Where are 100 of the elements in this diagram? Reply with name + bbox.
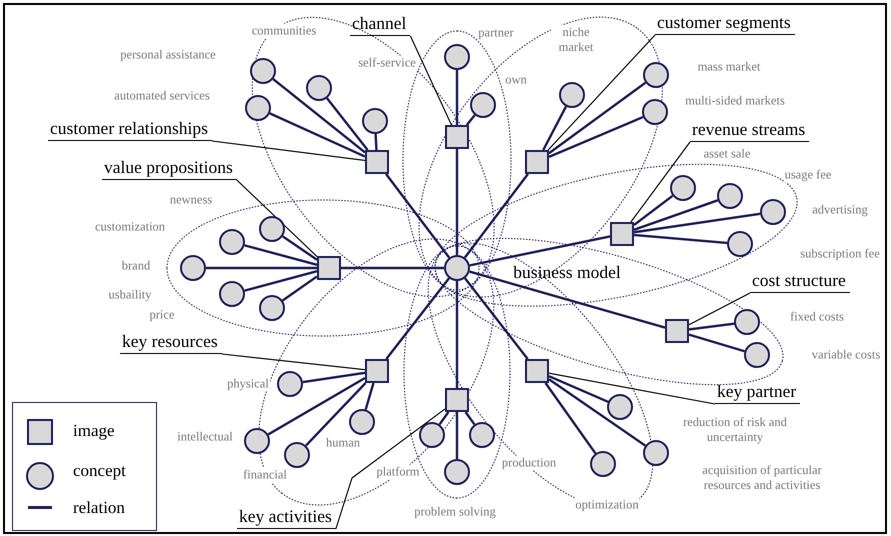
concept-label: personal assistance xyxy=(119,48,217,62)
concept-circle xyxy=(444,459,470,485)
concept-circle xyxy=(284,442,310,468)
concept-label: communities xyxy=(250,24,318,38)
relation-line xyxy=(544,382,596,454)
relation-line xyxy=(634,234,728,244)
concept-label: problem solving xyxy=(413,504,497,520)
category-label: key activities xyxy=(237,506,336,529)
category-label: key resources xyxy=(120,331,222,354)
concept-label: production xyxy=(500,456,558,470)
relation-line xyxy=(456,70,458,125)
concept-circle xyxy=(717,183,743,209)
concept-circle xyxy=(470,92,496,118)
relation-line xyxy=(469,235,610,267)
relation-line xyxy=(282,275,318,302)
concept-circle xyxy=(250,58,276,84)
relation-line xyxy=(548,116,644,158)
leader-line xyxy=(212,140,366,162)
relation-line xyxy=(305,382,366,446)
concept-circle xyxy=(727,231,753,257)
relation-line xyxy=(464,173,529,258)
concept-circle xyxy=(643,62,669,88)
concept-circle xyxy=(607,394,633,420)
concept-circle xyxy=(643,440,669,466)
leader-line xyxy=(222,353,366,370)
concept-label: usage fee xyxy=(784,168,832,182)
relation-line xyxy=(634,212,760,234)
relation-line xyxy=(244,244,318,266)
concept-circle xyxy=(469,422,495,448)
relation-line xyxy=(456,412,458,459)
leader-line xyxy=(548,34,656,150)
concept-circle xyxy=(670,175,696,201)
image-square xyxy=(665,319,689,343)
leader-line xyxy=(630,142,690,222)
concept-circle xyxy=(180,255,206,281)
concept-circle xyxy=(259,295,285,321)
image-square xyxy=(365,359,389,383)
concept-circle xyxy=(219,229,245,255)
image-square xyxy=(445,388,469,412)
legend-text: image xyxy=(73,421,115,441)
relation-line xyxy=(688,322,734,331)
category-label: channel xyxy=(350,13,410,36)
concept-circle xyxy=(259,216,285,242)
relation-line xyxy=(326,98,369,151)
relation-line xyxy=(206,266,317,270)
legend-text: concept xyxy=(73,461,126,481)
leader-line xyxy=(236,180,318,257)
relation-line xyxy=(385,173,450,258)
category-label: value propositions xyxy=(102,157,237,180)
relation-line xyxy=(634,199,718,231)
concept-circle xyxy=(559,82,585,108)
category-label: revenue streams xyxy=(690,119,810,142)
relation-line xyxy=(456,281,458,388)
legend-text: relation xyxy=(73,498,125,518)
relation-line xyxy=(548,378,646,447)
image-square xyxy=(365,150,389,174)
relation-line xyxy=(548,82,646,154)
concept-label: optimization xyxy=(574,498,640,512)
relation-line xyxy=(282,235,318,261)
relation-line xyxy=(244,270,318,292)
central-circle xyxy=(444,255,470,281)
relation-line xyxy=(272,78,366,154)
relation-line xyxy=(385,278,450,360)
relation-line xyxy=(341,266,444,270)
relation-line xyxy=(688,333,745,352)
concept-label: financial xyxy=(242,468,288,482)
image-square xyxy=(317,256,341,280)
concept-label: self-service xyxy=(357,56,417,70)
concept-circle xyxy=(444,44,470,70)
concept-label: advertising xyxy=(811,202,869,218)
relation-line xyxy=(438,411,450,426)
concept-circle xyxy=(734,309,760,335)
leader-line xyxy=(548,372,716,405)
relation-line xyxy=(633,194,674,226)
relation-line xyxy=(464,411,476,426)
concept-circle xyxy=(306,75,332,101)
concept-circle xyxy=(362,108,388,134)
category-label: cost structure xyxy=(750,270,850,293)
category-label: key partner xyxy=(715,381,800,404)
relation-line xyxy=(464,278,529,360)
concept-label: physical xyxy=(226,376,270,392)
category-label: customer segments xyxy=(655,12,795,35)
relation-line xyxy=(364,382,375,410)
image-square xyxy=(525,150,549,174)
concept-label: price xyxy=(148,308,176,322)
relation-line xyxy=(466,114,476,126)
relation-line xyxy=(374,134,378,150)
concept-circle xyxy=(419,422,445,448)
relation-line xyxy=(542,106,568,151)
leader-line xyxy=(688,292,750,326)
relation-line xyxy=(268,376,366,436)
relation-line xyxy=(456,149,458,255)
relation-line xyxy=(269,112,366,158)
concept-label: subscription fee xyxy=(799,246,881,262)
concept-circle xyxy=(590,451,616,477)
image-square xyxy=(445,125,469,149)
concept-circle xyxy=(744,342,770,368)
concept-circle xyxy=(245,95,271,121)
concept-label: platform xyxy=(375,464,421,480)
concept-circle xyxy=(244,428,270,454)
